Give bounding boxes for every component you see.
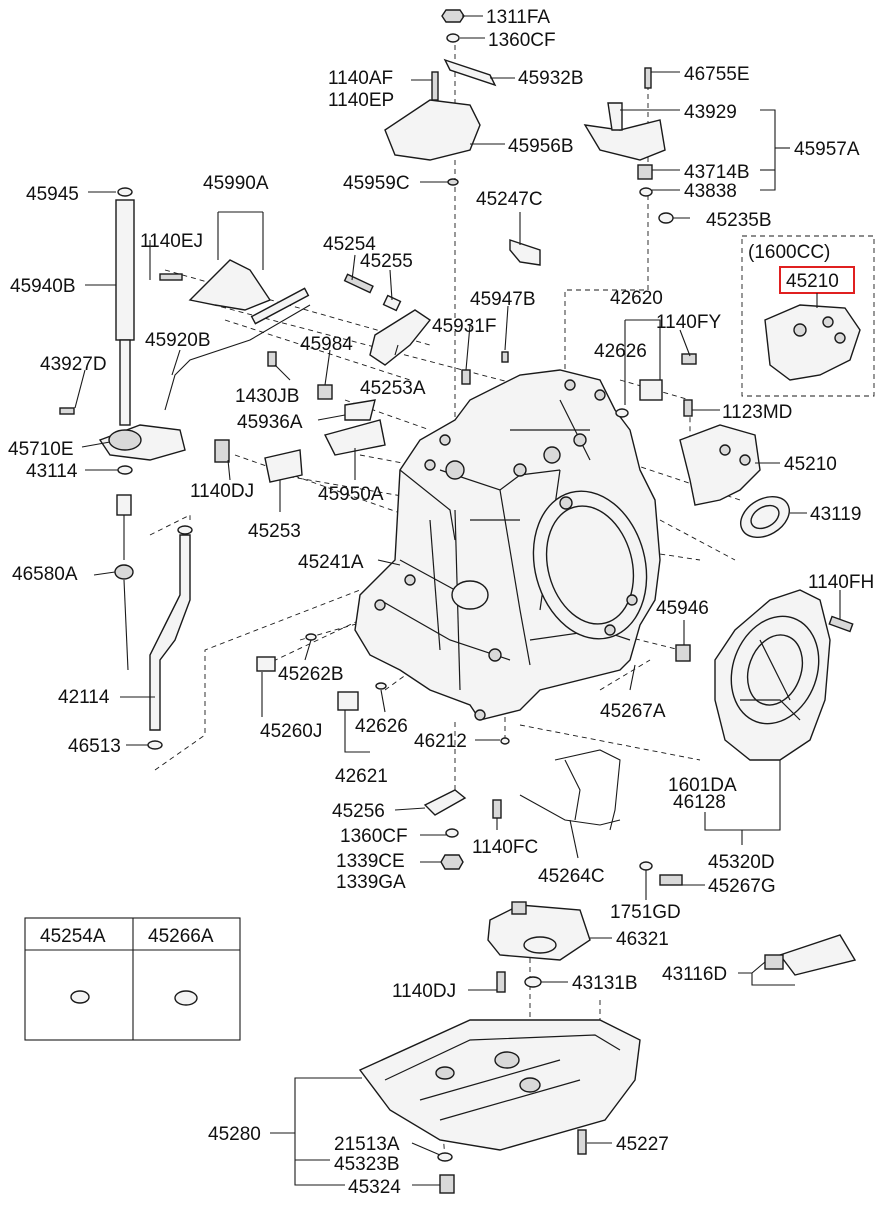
label-1360CF-bottom: 1360CF — [340, 826, 408, 847]
label-1339GA: 1339GA — [336, 872, 406, 893]
label-45253: 45253 — [248, 521, 301, 542]
label-45323B: 45323B — [334, 1154, 400, 1175]
label-45920B: 45920B — [145, 330, 211, 351]
label-45267A: 45267A — [600, 701, 666, 722]
label-45254: 45254 — [323, 234, 376, 255]
part-labels: 1311FA 1360CF 1140AF 1140EP 45932B 46755… — [8, 7, 874, 1198]
label-45932B: 45932B — [518, 68, 584, 89]
label-42626-right: 42626 — [594, 341, 647, 362]
label-1140FC: 1140FC — [472, 837, 538, 858]
label-45253A: 45253A — [360, 378, 426, 399]
oil-pan-45280 — [358, 1019, 641, 1151]
label-42620: 42620 — [610, 288, 663, 309]
label-43927D: 43927D — [40, 354, 107, 375]
label-45984: 45984 — [300, 334, 353, 355]
variant-box-label: (1600CC) — [748, 242, 830, 263]
label-45710E: 45710E — [8, 439, 74, 460]
label-45950A: 45950A — [318, 484, 384, 505]
label-43119: 43119 — [810, 504, 861, 525]
label-1140AF: 1140AF — [328, 68, 393, 89]
legend-table — [24, 917, 241, 1041]
label-42626-left: 42626 — [355, 716, 408, 737]
label-43714B: 43714B — [684, 162, 750, 183]
label-1751GD: 1751GD — [610, 902, 681, 923]
label-1123MD: 1123MD — [722, 402, 792, 423]
label-45267G: 45267G — [708, 876, 776, 897]
label-45210-highlighted: 45210 — [786, 271, 839, 292]
label-45256: 45256 — [332, 801, 385, 822]
label-45241A: 45241A — [298, 552, 364, 573]
label-45260J: 45260J — [260, 721, 322, 742]
label-46513: 46513 — [68, 736, 121, 757]
label-45940B: 45940B — [10, 276, 76, 297]
label-43838: 43838 — [684, 181, 737, 202]
label-45264C: 45264C — [538, 866, 605, 887]
label-45936A: 45936A — [237, 412, 303, 433]
variant-box-1600cc: (1600CC) — [741, 235, 875, 397]
transmission-case-housing — [354, 369, 661, 721]
label-1140EP: 1140EP — [328, 90, 394, 111]
label-43114: 43114 — [26, 461, 78, 482]
label-46128: 46128 — [673, 792, 726, 813]
label-42621: 42621 — [335, 766, 388, 787]
label-45235B: 45235B — [706, 210, 772, 231]
label-43929: 43929 — [684, 102, 737, 123]
label-45255: 45255 — [360, 251, 413, 272]
label-46321: 46321 — [616, 929, 669, 950]
label-45324: 45324 — [348, 1177, 401, 1198]
label-1140DJ-bottom: 1140DJ — [392, 981, 456, 1002]
label-45990A: 45990A — [203, 173, 269, 194]
label-1140FY: 1140FY — [656, 312, 721, 333]
label-1601DA: 1601DA — [668, 775, 737, 796]
label-1140EJ: 1140EJ — [140, 231, 203, 252]
label-45959C: 45959C — [343, 173, 410, 194]
label-45946: 45946 — [656, 598, 709, 619]
label-45247C: 45247C — [476, 189, 543, 210]
label-1339CE: 1339CE — [336, 851, 405, 872]
label-45280: 45280 — [208, 1124, 261, 1145]
label-1140FH: 1140FH — [808, 572, 874, 593]
label-42114: 42114 — [58, 687, 110, 708]
label-46580A: 46580A — [12, 564, 78, 585]
label-45956B: 45956B — [508, 136, 574, 157]
label-45320D: 45320D — [708, 852, 775, 873]
label-1430JB: 1430JB — [235, 386, 299, 407]
small-components — [59, 9, 857, 1194]
label-21513A: 21513A — [334, 1134, 400, 1155]
label-45262B: 45262B — [278, 664, 344, 685]
label-45227: 45227 — [616, 1134, 669, 1155]
label-46212: 46212 — [414, 731, 467, 752]
label-45931F: 45931F — [432, 316, 496, 337]
label-1311FA: 1311FA — [486, 7, 550, 28]
label-43116D: 43116D — [662, 964, 727, 985]
label-43131B: 43131B — [572, 973, 638, 994]
label-1140DJ-top: 1140DJ — [190, 481, 254, 502]
label-45266A: 45266A — [148, 926, 214, 947]
label-45254A: 45254A — [40, 926, 106, 947]
converter-housing-45320D — [714, 589, 831, 761]
label-45945: 45945 — [26, 184, 79, 205]
label-45957A: 45957A — [794, 139, 860, 160]
leader-lines — [74, 15, 841, 1186]
label-45210: 45210 — [784, 454, 837, 475]
label-45947B: 45947B — [470, 289, 536, 310]
oil-filter-46321 — [487, 901, 591, 961]
label-46755E: 46755E — [684, 64, 750, 85]
label-1360CF-top: 1360CF — [488, 30, 556, 51]
